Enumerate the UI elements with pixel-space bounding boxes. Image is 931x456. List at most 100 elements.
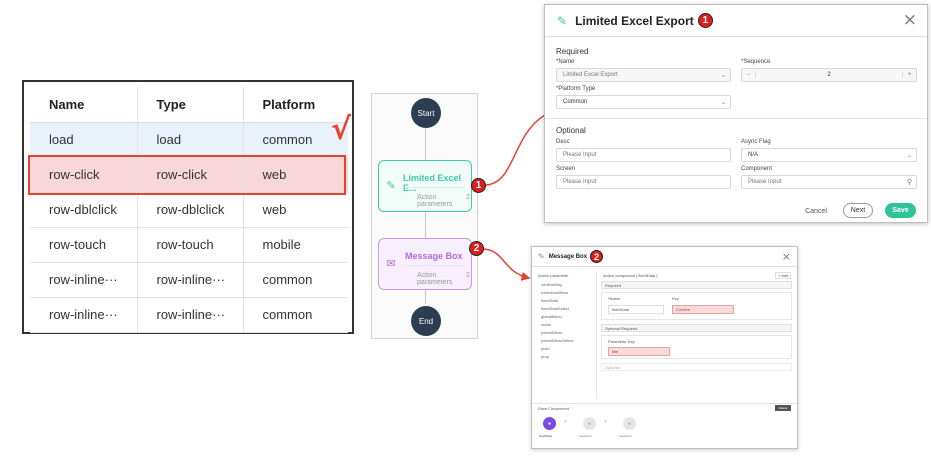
save-button[interactable]: Save bbox=[885, 203, 916, 218]
flow-card-count: 2 bbox=[466, 272, 470, 279]
cancel-button[interactable]: Cancel bbox=[805, 208, 827, 215]
cell-platform: common bbox=[242, 122, 348, 158]
flow-start-node[interactable]: Start bbox=[411, 98, 441, 128]
chevron-down-icon: ⌄ bbox=[720, 99, 726, 106]
required-section-label: Required bbox=[556, 47, 589, 56]
flow-card-sub: Action parameters bbox=[417, 194, 453, 208]
timeline-step[interactable]: ● bbox=[623, 417, 636, 430]
cell-type: row-inline··· bbox=[136, 262, 243, 298]
cell-name: load bbox=[30, 122, 137, 158]
parameter-key-label: Parameter Key bbox=[608, 339, 635, 344]
async-flag-value: N/A bbox=[748, 152, 759, 158]
name-select[interactable]: fixedData bbox=[608, 305, 664, 314]
sequence-stepper[interactable]: − 2 + bbox=[741, 68, 917, 82]
optional-required-bar[interactable]: Optional Required bbox=[601, 324, 792, 332]
table-row[interactable]: load load common bbox=[30, 122, 348, 158]
async-flag-select[interactable]: N/A ⌄ bbox=[741, 148, 917, 162]
platform-type-select[interactable]: Common ⌄ bbox=[556, 95, 731, 109]
flow-end-node[interactable]: End bbox=[411, 306, 441, 336]
flow-card-title: Message Box bbox=[405, 251, 463, 261]
desc-label: Desc bbox=[556, 139, 570, 145]
flow-card-count: 2 bbox=[466, 194, 470, 201]
row-highlight-box bbox=[28, 155, 346, 195]
dialog-header: ✎ Limited Excel Export 1 bbox=[545, 5, 927, 37]
sidebar-item[interactable]: push bbox=[541, 346, 550, 351]
dialog-header: ✎ Message Box 2 bbox=[532, 247, 797, 267]
dialog-title: Message Box bbox=[548, 253, 588, 260]
dialog-title: Limited Excel Export bbox=[575, 13, 694, 28]
timeline-step-label: fixedData bbox=[539, 434, 552, 438]
divider bbox=[403, 265, 465, 266]
required-section-bar[interactable]: Required bbox=[601, 281, 792, 289]
screen-placeholder: Please Input bbox=[563, 179, 597, 185]
close-icon[interactable]: × bbox=[781, 250, 791, 263]
table-row[interactable]: row-inline··· row-inline··· common bbox=[30, 262, 348, 298]
optional-required-fields: Parameter Key title bbox=[601, 335, 792, 359]
desc-input[interactable]: Please Input bbox=[556, 148, 731, 162]
minus-icon[interactable]: − bbox=[742, 72, 756, 78]
sidebar-item[interactable]: parentMenuSelect bbox=[541, 338, 574, 343]
key-input[interactable]: Confirm bbox=[672, 305, 734, 314]
next-button[interactable]: Next bbox=[843, 203, 873, 218]
add-button[interactable]: + Add bbox=[775, 272, 792, 279]
message-box-dialog: ✎ Message Box 2 × Action parameter confi… bbox=[531, 246, 798, 449]
sidebar-item[interactable]: parentMenu bbox=[541, 330, 563, 335]
name-input[interactable]: Limited Excel Export ⌄ bbox=[556, 68, 731, 82]
screen-input[interactable]: Please Input bbox=[556, 175, 731, 189]
event-table: Name Type Platform load load common row-… bbox=[30, 87, 348, 333]
platform-type-value: Common bbox=[563, 99, 588, 105]
sidebar-item[interactable]: confirmMsg bbox=[541, 282, 562, 287]
sidebar-item[interactable]: prop bbox=[541, 354, 550, 359]
optional-label: Optional bbox=[605, 365, 620, 370]
cell-platform: common bbox=[242, 297, 348, 333]
marker-one-icon: 1 bbox=[471, 178, 486, 193]
sidebar-item[interactable]: fixedDataSelect bbox=[541, 306, 570, 311]
sidebar-item[interactable]: globalMenu bbox=[541, 314, 562, 319]
cell-platform: common bbox=[242, 262, 348, 298]
column-header-name[interactable]: Name bbox=[30, 87, 137, 123]
delete-button[interactable]: Delete bbox=[775, 405, 791, 411]
flow-card-sub: Action parameters bbox=[417, 272, 453, 286]
arrow-to-message-dialog bbox=[481, 248, 531, 281]
column-header-type[interactable]: Type bbox=[136, 87, 243, 123]
marker-two-icon: 2 bbox=[590, 250, 604, 263]
cell-name: row-touch bbox=[30, 227, 137, 263]
flow-card-excel-export[interactable]: ✎ Limited Excel E... Action parameters 2 bbox=[378, 160, 472, 212]
check-mark-annotation: √ bbox=[331, 112, 352, 147]
sidebar-list: confirmMsg extensionMenu fixedData fixed… bbox=[535, 281, 596, 361]
plus-icon[interactable]: + bbox=[902, 72, 916, 78]
parameter-key-input[interactable]: title bbox=[608, 347, 670, 356]
column-header-platform[interactable]: Platform bbox=[242, 87, 348, 123]
sidebar-item[interactable]: extensionMenu bbox=[541, 290, 569, 295]
search-icon[interactable]: ⚲ bbox=[906, 178, 912, 186]
cell-type: row-touch bbox=[136, 227, 243, 263]
cell-name: row-inline··· bbox=[30, 297, 137, 333]
sidebar-item[interactable]: mods bbox=[541, 322, 551, 327]
excel-export-dialog: ✎ Limited Excel Export 1 × Required *Nam… bbox=[544, 4, 928, 223]
timeline-step-label: fixedData bbox=[619, 434, 632, 438]
marker-two-icon: 2 bbox=[469, 241, 484, 256]
close-icon[interactable]: × bbox=[902, 10, 917, 30]
table-row[interactable]: row-touch row-touch mobile bbox=[30, 227, 348, 263]
save-component-label: Save Component bbox=[538, 406, 569, 411]
divider bbox=[545, 118, 927, 119]
flow-canvas: Start End ✎ Limited Excel E... Action pa… bbox=[371, 93, 478, 339]
divider bbox=[403, 187, 465, 188]
optional-section-label: Optional bbox=[556, 126, 586, 135]
component-label: Component bbox=[741, 166, 773, 172]
timeline-step-active[interactable]: ● bbox=[543, 417, 556, 430]
component-input[interactable]: Please Input ⚲ bbox=[741, 175, 917, 189]
chevron-down-icon: ⌄ bbox=[906, 152, 912, 159]
component-placeholder: Please Input bbox=[748, 179, 782, 185]
table-row[interactable]: row-inline··· row-inline··· common bbox=[30, 297, 348, 333]
required-label: Required bbox=[605, 283, 622, 288]
sidebar-item[interactable]: fixedData bbox=[541, 298, 558, 303]
table-row[interactable]: row-dblclick row-dblclick web bbox=[30, 192, 348, 228]
timeline-step[interactable]: ● bbox=[583, 417, 596, 430]
table-header-row: Name Type Platform bbox=[30, 87, 348, 123]
table-row-selected[interactable]: row-click row-click web bbox=[30, 157, 348, 193]
sequence-label: *Sequence bbox=[741, 59, 771, 65]
flow-card-message-box[interactable]: ✉ Message Box Action parameters 2 bbox=[378, 238, 472, 290]
optional-section-bar[interactable]: Optional bbox=[601, 363, 792, 371]
edit-icon: ✎ bbox=[386, 180, 396, 192]
